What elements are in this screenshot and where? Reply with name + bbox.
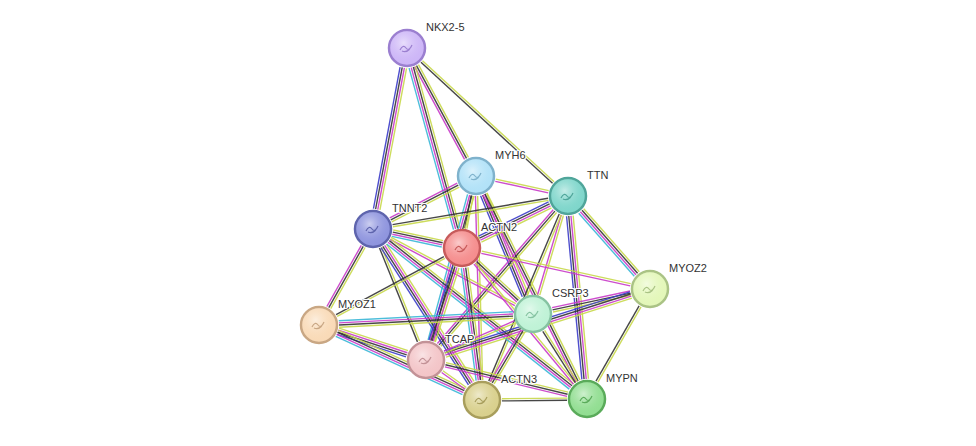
protein-node: MYOZ1 (299, 305, 339, 345)
node-circle (567, 379, 607, 419)
interaction-edge (445, 363, 568, 397)
node-label: ACTN3 (501, 373, 537, 386)
node-circle (630, 269, 670, 309)
protein-node: MYPN (567, 379, 607, 419)
protein-node: NKX2-5 (387, 28, 427, 68)
interaction-edge (339, 312, 513, 328)
node-circle (299, 305, 339, 345)
interaction-edge (475, 260, 520, 302)
protein-node: ACTN3 (462, 380, 502, 420)
protein-node: TCAP (406, 340, 446, 380)
node-circle (387, 28, 427, 68)
protein-node: MYH6 (456, 156, 496, 196)
interaction-edge (543, 330, 577, 382)
interaction-edge (502, 398, 567, 401)
interaction-edge (596, 306, 641, 382)
interaction-edge (373, 67, 406, 210)
node-label: MYOZ1 (338, 298, 376, 311)
node-circle (462, 380, 502, 420)
interaction-edge (481, 251, 630, 286)
node-label: TNNT2 (392, 202, 427, 215)
node-circle (353, 209, 393, 249)
node-label: MYOZ2 (669, 262, 707, 275)
node-circle (442, 228, 482, 268)
interaction-edge (474, 263, 575, 385)
node-label: TTN (587, 169, 608, 182)
protein-node: TTN (548, 176, 588, 216)
node-label: MYPN (606, 372, 638, 385)
interaction-edge (393, 198, 549, 226)
node-circle (513, 294, 553, 334)
interaction-edge (495, 179, 548, 193)
protein-node: MYOZ2 (630, 269, 670, 309)
node-label: CSRP3 (552, 287, 589, 300)
interaction-edge (429, 266, 459, 342)
interaction-edge (461, 267, 482, 380)
node-circle (406, 340, 446, 380)
interaction-edge (336, 257, 445, 317)
interaction-edge (442, 371, 467, 390)
node-label: ACTN2 (481, 221, 517, 234)
interaction-edge (390, 183, 459, 222)
protein-node: CSRP3 (513, 294, 553, 334)
interaction-edge (444, 292, 632, 357)
interaction-edge (479, 202, 552, 242)
node-label: MYH6 (495, 149, 526, 162)
interaction-edge (579, 209, 639, 276)
protein-node: TNNT2 (353, 209, 393, 249)
node-label: NKX2-5 (426, 21, 465, 34)
node-label: TCAP (445, 333, 474, 346)
protein-node: ACTN2 (442, 228, 482, 268)
node-circle (456, 156, 496, 196)
interaction-edge (444, 321, 515, 353)
node-circle (548, 176, 588, 216)
